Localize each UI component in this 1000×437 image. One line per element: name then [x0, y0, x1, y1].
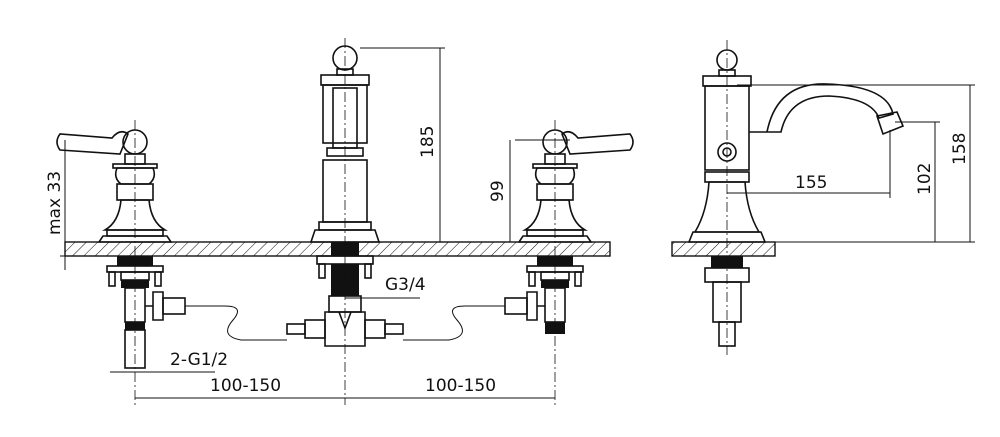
dim-spacing-left: 100-150 [210, 376, 281, 396]
countertop-section-side [671, 241, 776, 257]
dim-99: 99 [488, 180, 508, 202]
dim-155: 155 [795, 173, 827, 193]
dim-102: 102 [915, 163, 935, 195]
dim-max-33: max 33 [45, 171, 65, 235]
side-view-faucet [687, 49, 905, 347]
dim-spacing-right: 100-150 [425, 376, 496, 396]
dim-2-g1-2: 2-G1/2 [170, 350, 228, 370]
dim-g3-4: G3/4 [385, 275, 426, 295]
dim-158: 158 [950, 133, 970, 165]
right-valve-handle [504, 129, 634, 334]
dim-185: 185 [418, 126, 438, 158]
right-supply-hose [403, 305, 505, 341]
left-supply-hose [185, 305, 287, 341]
dimension-lines [60, 47, 975, 399]
